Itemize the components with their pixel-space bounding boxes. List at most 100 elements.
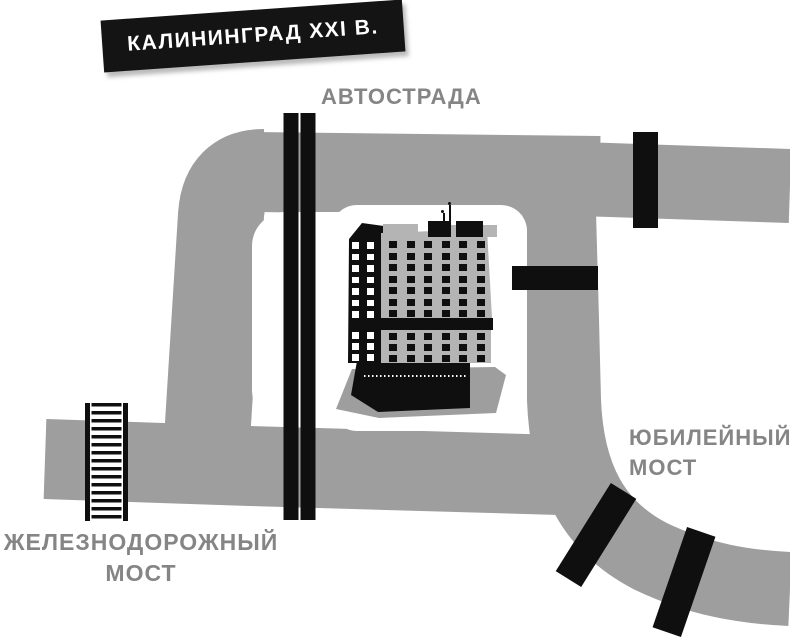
building-window [367, 265, 374, 272]
building-window [476, 344, 485, 351]
building-window [406, 241, 415, 248]
building-front-facade-upper [381, 229, 492, 318]
building-window [406, 298, 415, 306]
building-window [459, 355, 467, 362]
jubilee-bridge-east [652, 527, 716, 637]
jubilee-bridge-west [555, 482, 637, 588]
building-window [406, 275, 415, 283]
building-podium [351, 361, 470, 412]
building-window [367, 299, 374, 306]
building-window [389, 252, 397, 260]
building-window [352, 332, 359, 339]
building-window [406, 264, 415, 271]
building-window [459, 241, 467, 248]
building-window [476, 355, 485, 362]
road-branch-east [578, 142, 790, 223]
building-window [424, 355, 432, 362]
building-window [476, 252, 485, 260]
building-window [352, 276, 359, 283]
building-window [424, 275, 432, 283]
building-window [441, 298, 450, 306]
antenna-icon [449, 205, 451, 228]
building-window [424, 298, 432, 306]
antenna-icon [443, 213, 445, 228]
building-window [424, 287, 432, 294]
building-window [352, 311, 359, 318]
building-window [441, 275, 450, 283]
highway-lane-left [283, 113, 299, 520]
building-window [406, 355, 415, 362]
parapet-block [483, 225, 497, 237]
building-window [441, 333, 450, 340]
building-window [367, 242, 374, 249]
road-west-loop [163, 129, 267, 459]
antenna-tip [441, 210, 444, 213]
building-window [476, 275, 485, 283]
building-window [389, 287, 397, 294]
building-window [367, 276, 374, 283]
building-window [352, 288, 359, 295]
building-window [389, 298, 397, 306]
building-window [424, 333, 432, 340]
label-railway-line2: МОСТ [105, 560, 177, 586]
bridge-east-overpass [512, 266, 598, 290]
building-window [406, 252, 415, 260]
building-window [406, 287, 415, 294]
building-window [424, 310, 432, 317]
building-window [367, 253, 374, 260]
building-window [476, 287, 485, 294]
building-window [367, 332, 374, 339]
building-window [441, 241, 450, 248]
building-house-of-soviets [335, 200, 515, 425]
building-window [459, 275, 467, 283]
building-window [441, 310, 450, 317]
building-window [441, 344, 450, 351]
building-window [389, 264, 397, 271]
building-window [352, 253, 359, 260]
label-jubilee-line2: МОСТ [629, 455, 698, 480]
building-window [406, 344, 415, 351]
building-window [441, 252, 450, 260]
building-podium-dotted-line [364, 375, 467, 377]
building-window [352, 299, 359, 306]
building-window [441, 287, 450, 294]
building-window [352, 354, 359, 361]
parapet-block [383, 224, 418, 237]
label-jubilee-line1: ЮБИЛЕЙНЫЙ [629, 425, 790, 450]
building-window [424, 264, 432, 271]
building-window [459, 252, 467, 260]
label-railway-line1: ЖЕЛЕЗНОДОРОЖНЫЙ [3, 529, 279, 555]
parapet-block [456, 221, 483, 237]
building-window [476, 298, 485, 306]
label-highway: АВТОСТРАДА [321, 84, 482, 109]
building-window [389, 275, 397, 283]
building-window [389, 344, 397, 351]
building-window [459, 333, 467, 340]
building-window [406, 333, 415, 340]
building-window [389, 310, 397, 317]
building-window [459, 264, 467, 271]
building-window [476, 310, 485, 317]
building-window [424, 241, 432, 248]
building-window [476, 264, 485, 271]
building-window [367, 343, 374, 350]
building-window [389, 333, 397, 340]
building-window [352, 343, 359, 350]
road-east-south [521, 174, 790, 626]
building-window [441, 355, 450, 362]
building-window [476, 241, 485, 248]
building-belt-band [380, 318, 493, 330]
building-window [424, 252, 432, 260]
building-window [352, 265, 359, 272]
building-window [367, 311, 374, 318]
building-window [476, 333, 485, 340]
building-window [459, 298, 467, 306]
railway-bridge [85, 403, 128, 521]
building-front-facade-lower [381, 330, 491, 363]
building-window [424, 344, 432, 351]
highway-lane-right [300, 113, 316, 520]
building-window [459, 287, 467, 294]
label-jubilee-bridge: ЮБИЛЕЙНЫЙ МОСТ [629, 423, 790, 483]
building-window [389, 241, 397, 248]
